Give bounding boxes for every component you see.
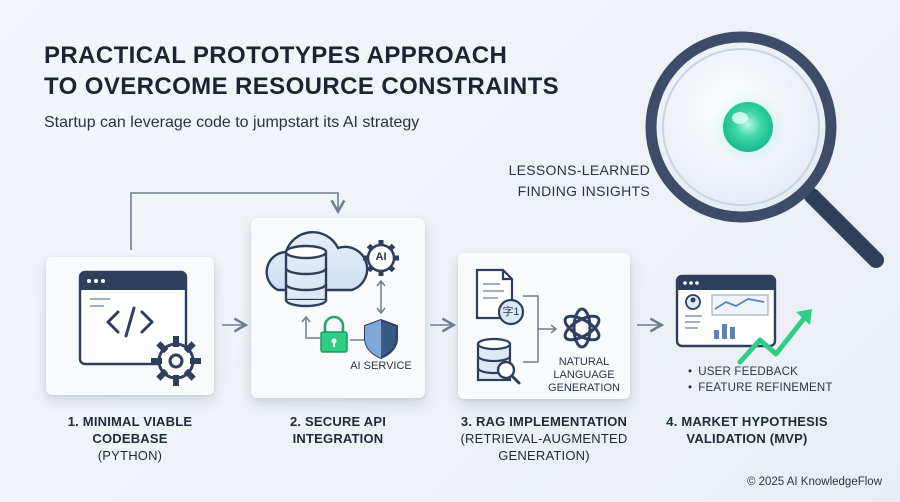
llm-knot-icon: [563, 307, 601, 349]
translate-icon: [497, 298, 525, 326]
step3-title: 3. RAG IMPLEMENTATION: [460, 414, 628, 429]
dashboard-icon: [675, 274, 777, 348]
page-title-line2: TO OVERCOME RESOURCE CONSTRAINTS: [44, 73, 560, 100]
database-icon: [284, 244, 328, 308]
ai-badge: AI: [375, 251, 387, 263]
insights-line1: LESSONS-LEARNED: [508, 162, 650, 178]
step3-caption: 3. RAG IMPLEMENTATION (RETRIEVAL-AUGMENT…: [448, 413, 640, 464]
ai-service-label: AI SERVICE: [350, 360, 412, 372]
step3-detail1: (RETRIEVAL-AUGMENTED: [460, 431, 628, 446]
growth-arrow-icon: [737, 309, 812, 365]
code-window-icon: [78, 270, 188, 366]
insights-label: LESSONS-LEARNED FINDING INSIGHTS: [470, 160, 650, 202]
step3-detail2: GENERATION): [498, 448, 590, 463]
nlg-line2: LANGUAGE: [553, 369, 615, 381]
step4-title2: VALIDATION (MVP): [686, 431, 808, 446]
validation-bullets: USER FEEDBACK FEATURE REFINEMENT: [688, 364, 833, 396]
translate-glyph: 字1: [502, 306, 520, 318]
step2-title2: INTEGRATION: [292, 431, 384, 446]
rag-bracket: [523, 295, 556, 363]
lock-icon: [320, 315, 348, 353]
step1-caption: 1. MINIMAL VIABLE CODEBASE (PYTHON): [38, 413, 222, 464]
step2-caption: 2. SECURE API INTEGRATION: [240, 413, 436, 447]
page-title: PRACTICAL PROTOTYPES APPROACH TO OVERCOM…: [44, 40, 604, 102]
nlg-line1: NATURAL: [558, 356, 610, 368]
nlg-line3: GENERATION: [548, 382, 620, 394]
link-arrow-db-lock: [305, 318, 320, 339]
step4-caption: 4. MARKET HYPOTHESIS VALIDATION (MVP): [650, 413, 844, 447]
page-subtitle: Startup can leverage code to jumpstart i…: [44, 114, 420, 131]
gear-icon: [151, 336, 201, 386]
ai-gear-icon: [363, 240, 399, 276]
nlg-label: NATURAL LANGUAGE GENERATION: [548, 356, 620, 395]
bullet-item: FEATURE REFINEMENT: [688, 380, 833, 396]
insights-line2: FINDING INSIGHTS: [517, 183, 650, 199]
step4-title: 4. MARKET HYPOTHESIS: [666, 414, 828, 429]
copyright-footer: © 2025 AI KnowledgeFlow: [746, 476, 882, 488]
magnifier-icon: [645, 31, 884, 268]
feedback-loop-arrow: [130, 192, 346, 250]
step1-title2: CODEBASE: [92, 431, 168, 446]
step1-title: 1. MINIMAL VIABLE: [67, 414, 193, 429]
bullet-item: USER FEEDBACK: [688, 364, 833, 380]
database-search-icon: [476, 337, 521, 385]
shield-icon: [364, 318, 398, 360]
step2-title: 2. SECURE API: [289, 414, 387, 429]
step1-detail: (PYTHON): [97, 448, 163, 463]
page-title-line1: PRACTICAL PROTOTYPES APPROACH: [44, 42, 508, 69]
